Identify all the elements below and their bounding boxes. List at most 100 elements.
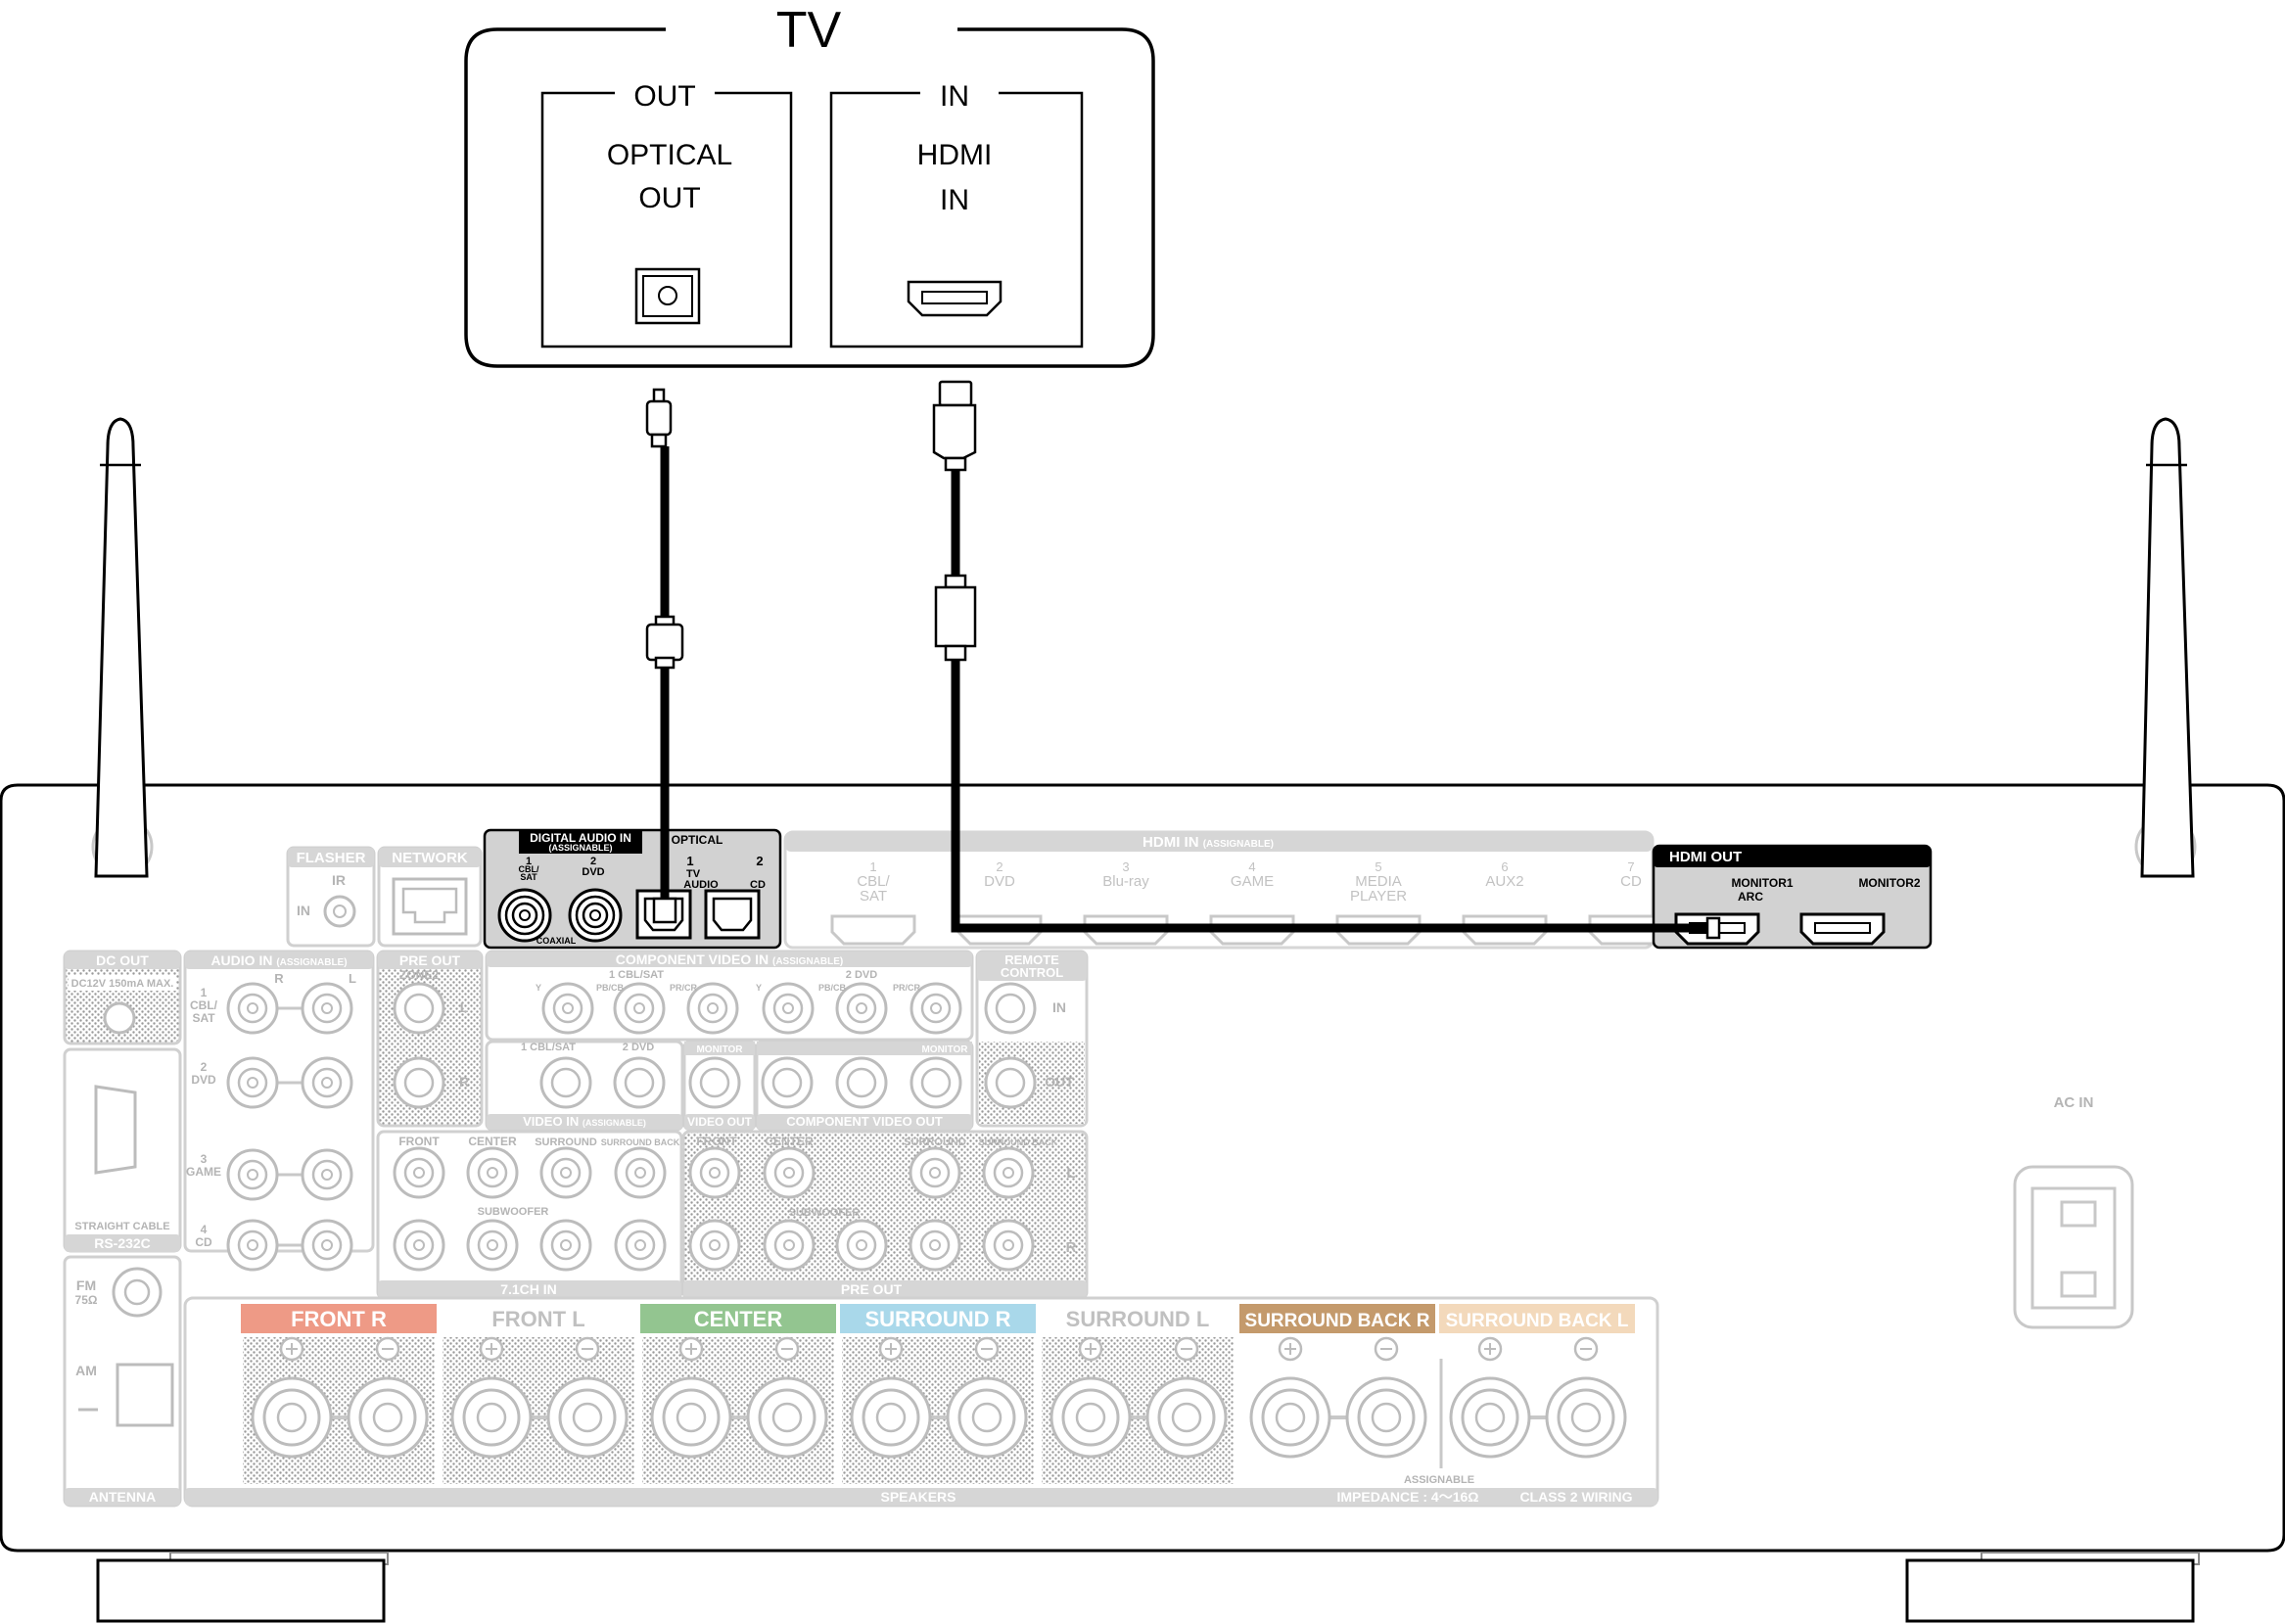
hdmi-in-port-num: 3 (1122, 859, 1129, 874)
rs232c-cable: STRAIGHT CABLE (74, 1221, 169, 1232)
network-panel: NETWORK (377, 846, 483, 948)
video-out-panel: MONITOR VIDEO OUT (682, 1040, 757, 1132)
coaxial-label: COAXIAL (536, 936, 577, 946)
tv-out-line1: OPTICAL (607, 139, 732, 171)
pre-out-title: PRE OUT (841, 1281, 903, 1297)
am-label: AM (75, 1363, 97, 1378)
pre-out-surround: SURROUND (904, 1137, 966, 1148)
pre-out-surround-back: SURROUND BACK (979, 1137, 1058, 1147)
hdmi-in-port-label: MEDIA (1355, 873, 1402, 890)
speaker-group: FRONT R (241, 1304, 437, 1484)
speakers-wiring: CLASS 2 WIRING (1519, 1489, 1632, 1505)
remote-title-a: REMOTE (1004, 952, 1059, 967)
speaker-group: SURROUND L (1040, 1304, 1236, 1484)
component-in-jack-label: PR/CR (893, 983, 921, 993)
rs232c-title: RS-232C (94, 1235, 151, 1251)
optical-label: OPTICAL (672, 833, 723, 847)
flasher-panel: FLASHER IR IN (286, 846, 376, 948)
component-video-out-title: COMPONENT VIDEO OUT (786, 1114, 943, 1129)
hdmi-out-monitor2-port (1799, 912, 1886, 946)
speaker-terminal (1545, 1336, 1627, 1459)
hdmi-in-port-label: AUX2 (1485, 873, 1523, 890)
pre-out-front: FRONT (696, 1135, 737, 1148)
pre-out-l: L (1066, 1165, 1075, 1182)
speakers-impedance: IMPEDANCE : 4～16Ω (1336, 1489, 1478, 1505)
ch71-jack-lower (393, 1219, 445, 1272)
audio-in-title: AUDIO IN (ASSIGNABLE) (210, 952, 347, 968)
speakers-title: SPEAKERS (880, 1489, 956, 1505)
tv-out-panel: OUT OPTICAL OUT (540, 80, 793, 348)
fm-label: FM (76, 1277, 96, 1293)
audio-in-jack-r (226, 982, 279, 1035)
pre-out-jack-upper (909, 1146, 961, 1199)
hdmi-in-title: HDMI IN (ASSIGNABLE) (1142, 834, 1274, 851)
hdmi-in-port-label: CBL/ (857, 873, 890, 890)
hdmi-in-port-label2: SAT (860, 888, 887, 905)
audio-in-row-label: DVD (191, 1073, 216, 1087)
speaker-group-label: FRONT L (491, 1307, 584, 1331)
pre-out-jack-lower (909, 1219, 961, 1272)
speaker-terminal (1449, 1336, 1531, 1459)
speaker-group-label: SURROUND R (864, 1307, 1010, 1331)
audio-in-row-num: 3 (201, 1152, 208, 1166)
pre-out-jack-lower (688, 1219, 741, 1272)
pre-out-jack-lower (982, 1219, 1035, 1272)
ch71-title: 7.1CH IN (500, 1281, 557, 1297)
audio-in-jack-r (226, 1056, 279, 1109)
ch71-subwoofer: SUBWOOFER (478, 1206, 549, 1218)
coaxial-jack-1 (497, 888, 552, 943)
audio-in-row-label: GAME (186, 1165, 221, 1179)
speaker-terminal (450, 1336, 533, 1459)
component-in-jack (909, 982, 962, 1035)
hdmi-in-port-num: 7 (1627, 859, 1634, 874)
tv-out-line2: OUT (638, 182, 700, 214)
pre-out-jack-upper (688, 1146, 741, 1199)
hdmi-in-port-num: 4 (1248, 859, 1255, 874)
hdmi-in-port-num: 2 (996, 859, 1003, 874)
pre-out-jack-lower (835, 1219, 888, 1272)
pre-out-r: R (1066, 1239, 1077, 1256)
component-in-group1: 1 CBL/SAT (609, 969, 664, 981)
coax2-a: DVD (582, 866, 604, 878)
antenna-left-icon (91, 417, 154, 878)
video-out-title: VIDEO OUT (687, 1115, 753, 1129)
monitor1-arc: ARC (1738, 890, 1763, 904)
receiver-foot-left (96, 1552, 389, 1623)
ac-in-title: AC IN (2054, 1094, 2094, 1111)
ch71-jack-lower (614, 1219, 667, 1272)
hdmi-in-port-num: 6 (1501, 859, 1508, 874)
component-in-jack-label: Y (536, 983, 541, 993)
speaker-terminal (946, 1336, 1028, 1459)
optical-jack-2 (704, 889, 761, 940)
tv-in-line2: IN (940, 184, 969, 216)
component-video-in-panel: COMPONENT VIDEO IN (ASSIGNABLE) 1 CBL/SA… (485, 950, 974, 1042)
hdmi-cable (932, 380, 1721, 940)
antenna-title: ANTENNA (89, 1489, 156, 1505)
hdmi-in-port-num: 1 (869, 859, 876, 874)
pre-out-zone2-panel: PRE OUT ZONE2 L R (376, 950, 484, 1128)
opt1-num: 1 (686, 854, 693, 868)
audio-in-jack-l (301, 1148, 353, 1201)
opt2-num: 2 (756, 854, 763, 868)
ch71-jack-upper (466, 1146, 519, 1199)
hdmi-in-panel: HDMI IN (ASSIGNABLE) 1CBL/SAT2DVD3Blu-ra… (783, 830, 1674, 950)
speaker-terminal (1249, 1336, 1331, 1459)
dc-out-spec: DC12V 150mA MAX. (71, 978, 174, 990)
zone2-l: L (460, 999, 469, 1015)
antenna-right-icon (2134, 417, 2197, 878)
rs232c-panel: STRAIGHT CABLE RS-232C (63, 1047, 182, 1253)
ch71-surround-back: SURROUND BACK (601, 1137, 680, 1147)
component-in-jack-label: PB/CB (596, 983, 625, 993)
speaker-group: SURROUND BACK R (1239, 1304, 1435, 1459)
audio-in-row-label2: SAT (192, 1011, 215, 1025)
fm-ohm: 75Ω (75, 1293, 98, 1307)
pre-out-panel: FRONT CENTER SURROUND SURROUND BACK SUBW… (681, 1130, 1089, 1300)
component-in-jack-label: PB/CB (818, 983, 847, 993)
pre-out-jack-lower (763, 1219, 816, 1272)
flasher-in: IN (297, 903, 310, 918)
flasher-ir: IR (332, 872, 346, 888)
ch71-in-panel: FRONT CENTER SURROUND SURROUND BACK SUBW… (376, 1130, 683, 1300)
dc-out-title: DC OUT (96, 952, 149, 968)
coax1-num: 1 (526, 856, 532, 867)
